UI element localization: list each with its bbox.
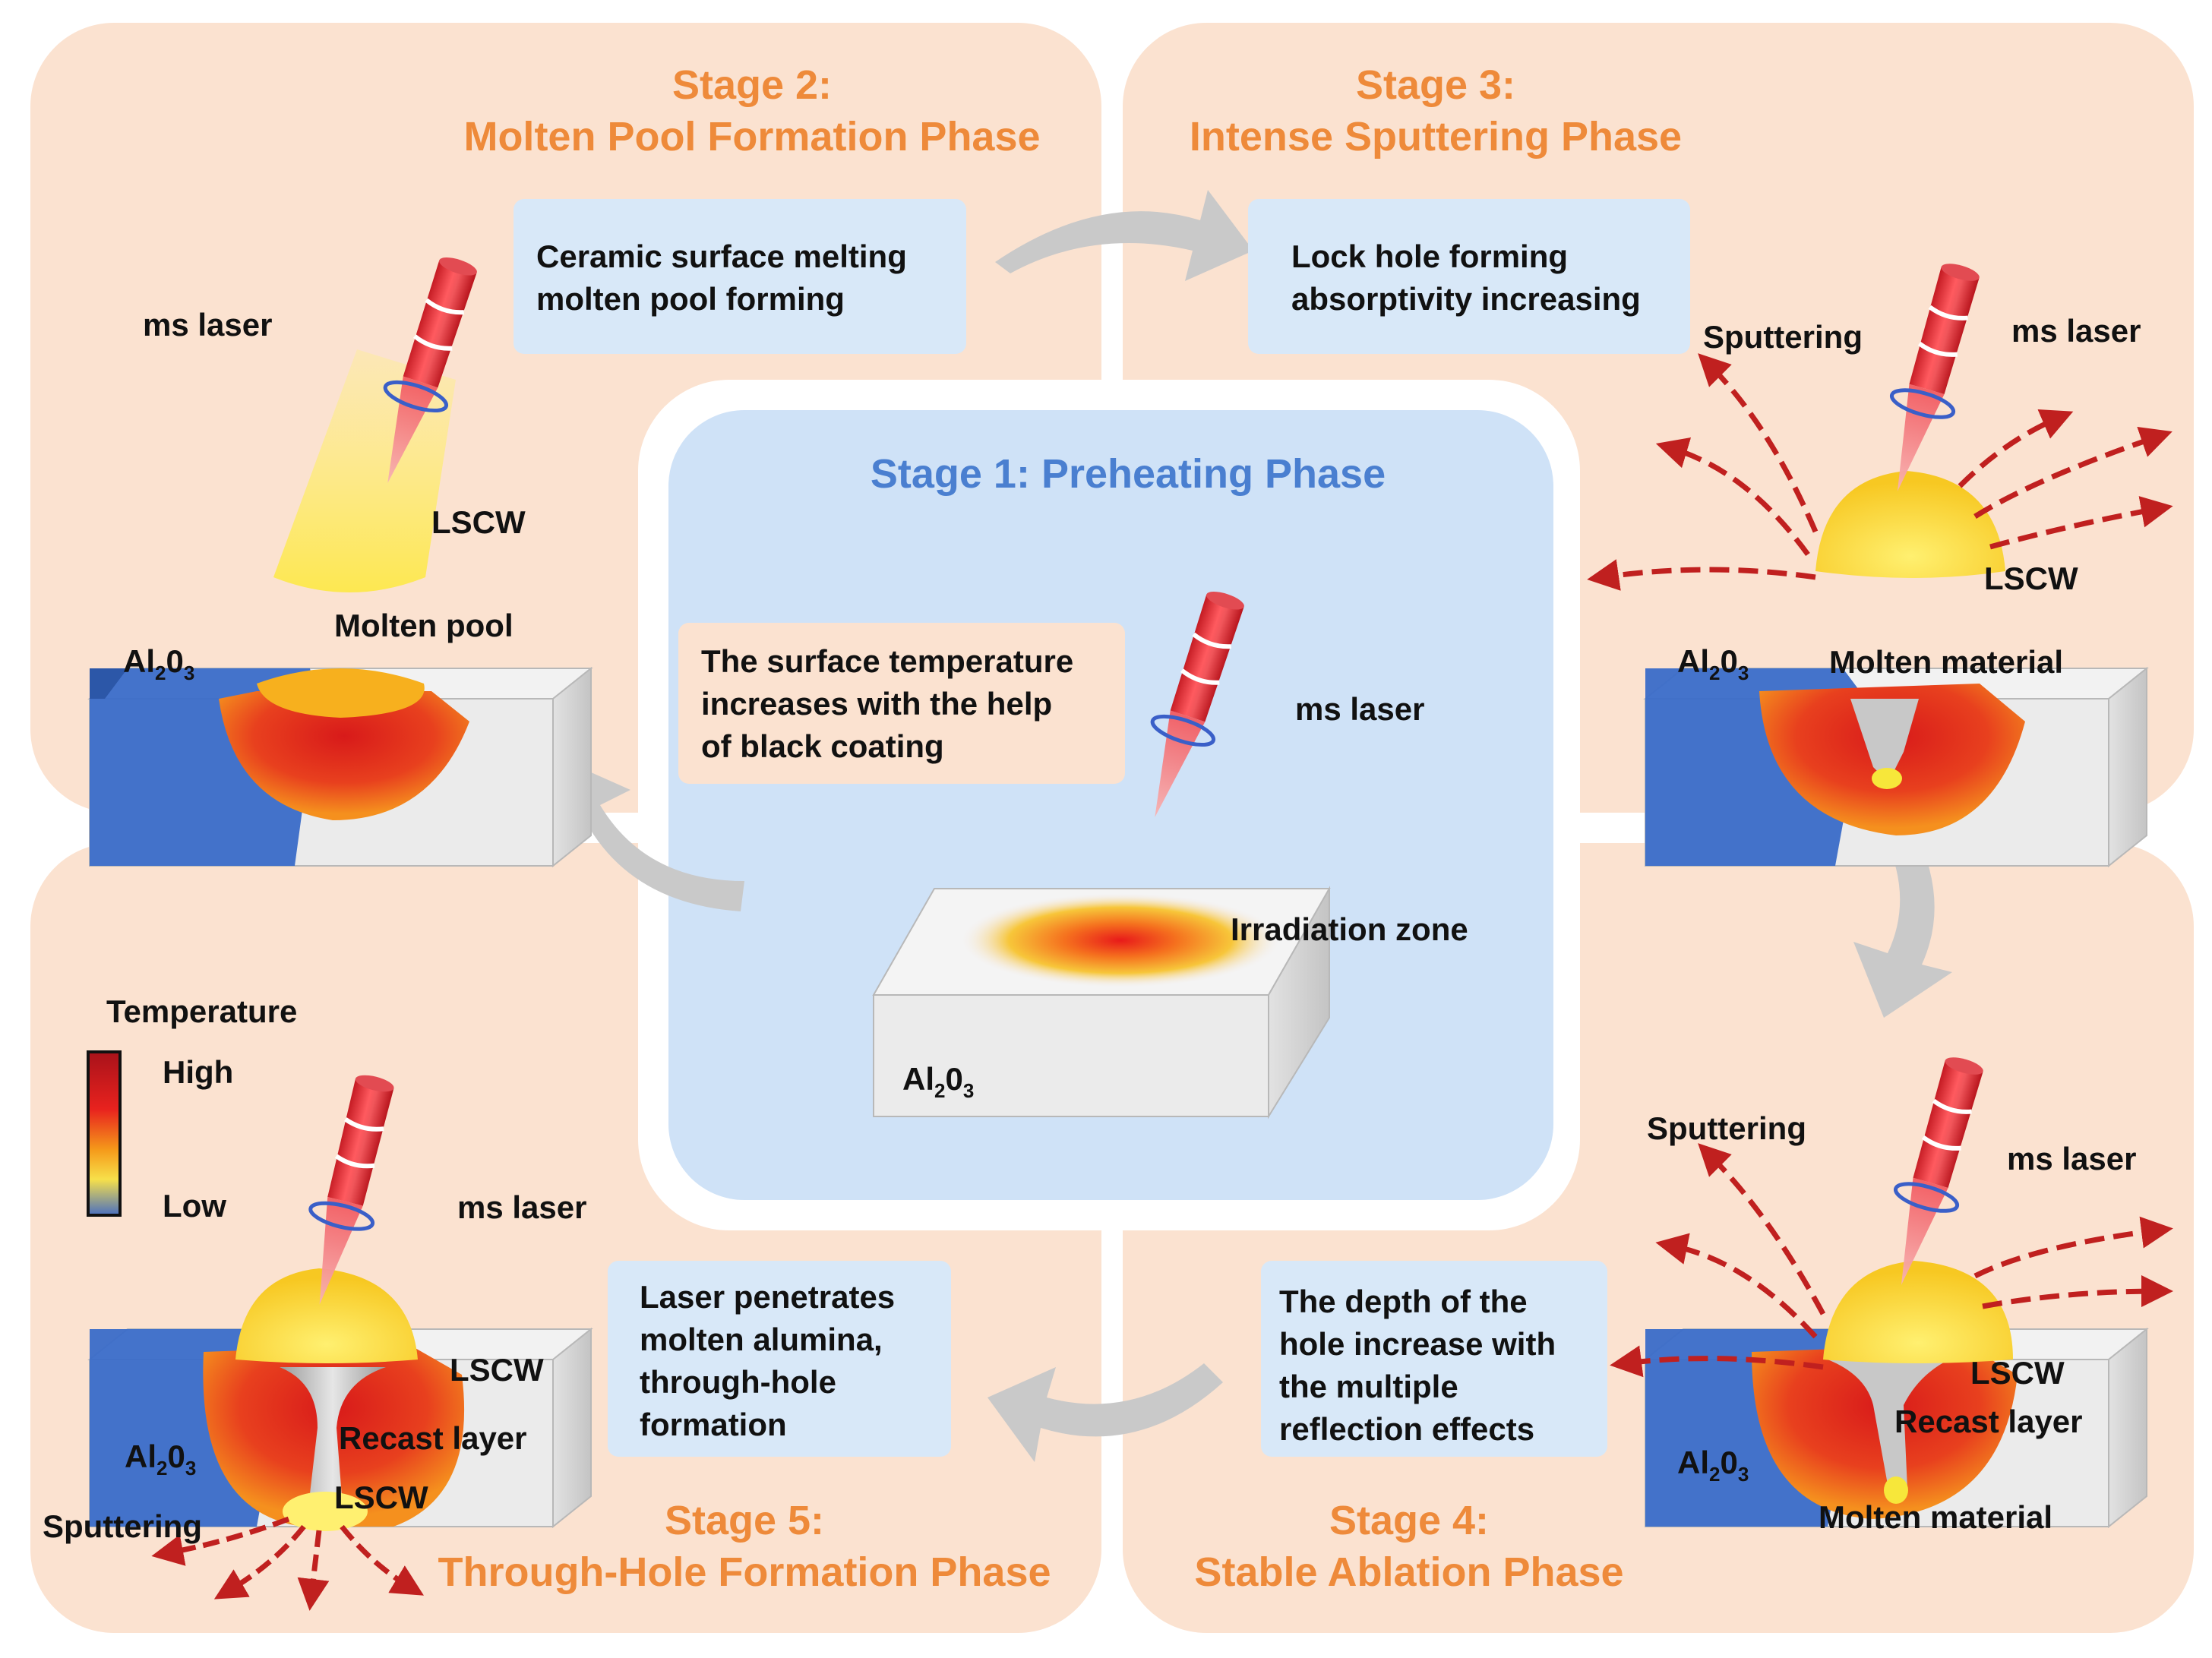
stage4-note-box: [1261, 1261, 1607, 1457]
stage2-note: Ceramic surface melting molten pool form…: [536, 238, 916, 317]
stage4-recast-label: Recast layer: [1894, 1404, 2083, 1439]
stage2-note-box: [514, 199, 966, 354]
stage2-title-line2: Molten Pool Formation Phase: [463, 114, 1040, 159]
stage5-sputtering-label: Sputtering: [43, 1508, 202, 1544]
stage3-sputter-arrows: [1587, 353, 2173, 591]
stage2-title-line1: Stage 2:: [672, 62, 832, 108]
stage4-note: The depth of the hole increase with the …: [1279, 1284, 1565, 1447]
stage3-title-line1: Stage 3:: [1356, 62, 1515, 108]
stage5-title-line2: Through-Hole Formation Phase: [438, 1549, 1051, 1595]
cycle-arrows: [555, 190, 1952, 1462]
stage1-zone-label: Irradiation zone: [1231, 911, 1468, 947]
stage3-ceramic-block: [1645, 668, 2147, 867]
stage4-laser-label: ms laser: [2007, 1141, 2136, 1176]
stage4-plume: [1823, 1261, 2013, 1363]
stage5-recast-label: Recast layer: [339, 1420, 527, 1456]
stage2-laser-label: ms laser: [143, 307, 272, 343]
stage2-group: Stage 2: Molten Pool Formation Phase Cer…: [89, 62, 1041, 867]
stage3-laser-label: ms laser: [2011, 313, 2141, 349]
stage5-sputter-arrows: [151, 1516, 425, 1611]
stage1-laser-label: ms laser: [1295, 691, 1424, 727]
irradiation-spot: [961, 893, 1280, 987]
legend-high: High: [163, 1054, 233, 1090]
stage5-group: Stage 5: Through-Hole Formation Phase La…: [43, 993, 1051, 1611]
stage3-sputtering-label: Sputtering: [1703, 319, 1863, 355]
stage4-sputter-arrows: [1610, 1143, 2173, 1378]
stage2-ceramic-block: [89, 668, 592, 867]
stage4-ceramic-block: [1645, 1328, 2147, 1527]
stage5-plume-bottom: [283, 1492, 368, 1531]
stage1-material: Al203: [902, 1061, 974, 1102]
stage1-group: Stage 1: Preheating Phase The surface te…: [678, 451, 1468, 1120]
stage4-molten-label: Molten material: [1819, 1499, 2052, 1535]
stage2-lscw-label: LSCW: [431, 504, 526, 540]
stage1-note: The surface temperature increases with t…: [701, 643, 1082, 764]
stage2-pool-label: Molten pool: [334, 608, 514, 643]
stage5-laser-label: ms laser: [457, 1189, 586, 1225]
stage1-title: Stage 1: Preheating Phase: [871, 451, 1386, 497]
stage3-molten-label: Molten material: [1829, 644, 2063, 680]
stage5-lscw-top-label: LSCW: [450, 1352, 544, 1388]
stage5-note: Laser penetrates molten alumina, through…: [640, 1279, 904, 1442]
stage5-lscw-bottom-label: LSCW: [334, 1480, 428, 1515]
stage3-material: Al203: [1677, 643, 1749, 684]
stage4-title-line1: Stage 4:: [1329, 1498, 1489, 1543]
stage3-note: Lock hole forming absorptivity increasin…: [1291, 238, 1641, 317]
stage5-material: Al203: [125, 1439, 196, 1480]
stage3-plume: [1815, 471, 2005, 578]
stage1-note-box: [678, 623, 1125, 784]
stage5-ceramic-block: [89, 1328, 592, 1527]
stage3-group: Stage 3: Intense Sputtering Phase Lock h…: [1190, 62, 2173, 867]
stage4-group: Stage 4: Stable Ablation Phase The depth…: [1194, 1050, 2173, 1595]
legend-low: Low: [163, 1188, 226, 1224]
stage3-lscw-label: LSCW: [1984, 561, 2078, 596]
stage1-ceramic-block: [872, 886, 1331, 1120]
stage4-lscw-label: LSCW: [1970, 1355, 2065, 1391]
stage2-material: Al203: [123, 643, 194, 684]
stage4-material: Al203: [1677, 1445, 1749, 1486]
stage4-sputtering-label: Sputtering: [1647, 1110, 1806, 1146]
stage4-title-line2: Stable Ablation Phase: [1194, 1549, 1623, 1595]
legend-title: Temperature: [106, 993, 297, 1029]
stage3-note-box: [1248, 199, 1690, 354]
stage5-note-box: [608, 1261, 951, 1457]
stage5-plume-top: [235, 1268, 418, 1363]
stage5-title-line1: Stage 5:: [665, 1498, 824, 1543]
legend-colorbar: [87, 1050, 122, 1217]
stage3-title-line2: Intense Sputtering Phase: [1190, 114, 1682, 159]
